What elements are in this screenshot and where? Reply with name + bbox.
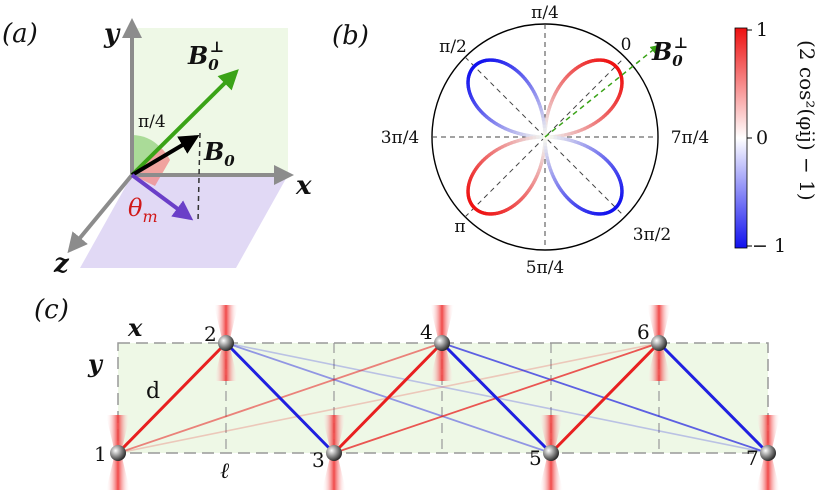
site-5: 5: [529, 415, 563, 490]
site-label: 6: [637, 320, 650, 344]
z-axis-label: z: [53, 249, 70, 279]
atom: [326, 445, 342, 461]
panel-b: (b) π/4 π/2 0 3π/4 7π/4 π 3π/2 5π/4 B0⊥ …: [332, 3, 819, 278]
b0-perp-label: B0⊥: [187, 38, 224, 74]
guide-diag-1: [464, 56, 626, 218]
angle-label-top: π/4: [531, 3, 559, 23]
bond-6-7: [657, 341, 770, 455]
atom: [110, 445, 126, 461]
bond-2-3: [224, 341, 336, 455]
panel-b-label: (b): [332, 21, 369, 51]
site-2: 2: [204, 305, 238, 381]
b0-label: B0: [203, 137, 235, 170]
angle-label-left: 3π/4: [381, 128, 420, 148]
angle-label-bottom-left: π: [454, 217, 465, 237]
site-label: 5: [529, 446, 542, 470]
theta-m-label: θm: [128, 194, 158, 226]
panel-a: (a) y x z B0⊥ B0 π/4 θm: [2, 18, 312, 279]
angle-label-top-left: π/2: [439, 37, 467, 57]
site-6: 6: [637, 305, 671, 381]
site-4: 4: [420, 305, 454, 381]
site-label: 4: [420, 320, 433, 344]
colorbar: [734, 27, 748, 249]
site-label: 7: [746, 446, 759, 470]
ell-label: ℓ: [220, 459, 230, 484]
site-1: 1: [94, 415, 130, 490]
xz-plane: [80, 175, 288, 268]
bond-5-6: [549, 341, 661, 455]
b0-perp-label-b: B0⊥: [651, 34, 688, 70]
y-axis-label-c: y: [87, 349, 104, 378]
colorbar-min-label: − 1: [752, 235, 786, 257]
lattice-bonds: [116, 341, 770, 455]
pi4-angle-arc: [132, 135, 160, 175]
colorbar-max-label: 1: [756, 19, 768, 41]
y-axis-label: y: [103, 19, 121, 49]
panel-a-label: (a): [2, 19, 38, 49]
colorbar-title: (2 cos²(φij) − 1): [795, 40, 819, 201]
polar-lobes: [466, 58, 624, 216]
b0-perp-vector: [130, 69, 239, 177]
atom: [434, 335, 450, 351]
angle-label-bottom-right: 3π/2: [633, 225, 672, 245]
bond-3-4: [332, 341, 444, 455]
atom: [218, 335, 234, 351]
atom: [543, 445, 559, 461]
d-label: d: [146, 379, 160, 404]
angle-label-top-right: 0: [621, 35, 632, 55]
angle-label-bottom: 5π/4: [526, 258, 565, 278]
x-axis-label-c: x: [127, 313, 143, 342]
colorbar-mid-label: 0: [756, 127, 768, 149]
site-label: 3: [312, 448, 325, 472]
b0-vector: [130, 134, 200, 177]
projection-dashed-line: [197, 132, 201, 223]
guide-diag-2: [464, 56, 626, 218]
atom: [760, 445, 776, 461]
bond-1-2: [116, 341, 228, 455]
x-axis-label: x: [295, 171, 312, 201]
panel-c-label: (c): [34, 295, 69, 325]
pi4-angle-label: π/4: [138, 112, 166, 132]
site-label: 2: [204, 322, 217, 346]
angle-label-right: 7π/4: [671, 128, 710, 148]
panel-c: (c) 1 2 3 4 5 6 7 x y d ℓ: [34, 295, 780, 490]
b-perp-direction-arrow: [544, 44, 660, 138]
site-label: 1: [94, 442, 107, 466]
site-3: 3: [312, 415, 346, 490]
b0-projection-vector: [130, 173, 194, 221]
bond-4-5: [440, 341, 553, 455]
z-axis-arrow: [67, 173, 134, 254]
atom: [651, 335, 667, 351]
site-7: 7: [746, 415, 780, 490]
lattice-sites: 1 2 3 4 5 6 7: [94, 305, 780, 490]
